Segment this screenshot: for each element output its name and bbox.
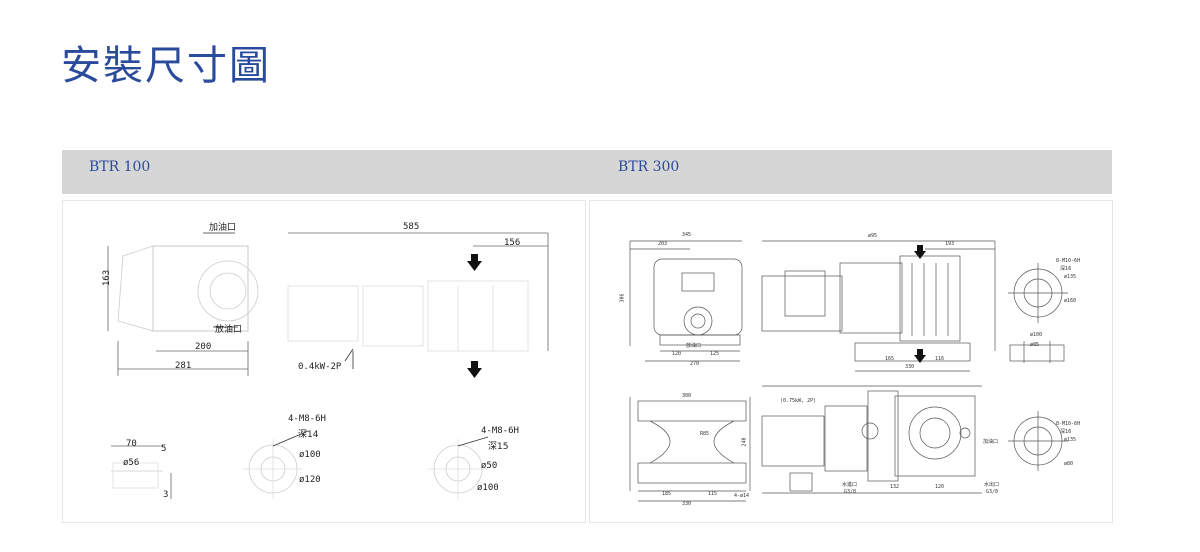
btr300-water-out-size: G3/8 bbox=[986, 489, 999, 495]
btr100-flange1-phi120: ø120 bbox=[299, 475, 321, 485]
btr100-oil-fill-label: 加油口 bbox=[209, 223, 237, 233]
btr100-dim-156: 156 bbox=[504, 238, 521, 248]
btr100-dim-200: 200 bbox=[195, 342, 212, 352]
btr300-dim-115: 115 bbox=[708, 491, 718, 497]
btr300-dim-300: 300 bbox=[682, 393, 692, 399]
btr300-flange-thread: 8-M10-6H bbox=[1056, 258, 1081, 264]
btr300-drawing bbox=[629, 240, 1068, 502]
btr300-dim-270: 270 bbox=[690, 361, 700, 367]
drawing-panel-btr300: 345 203 ø95 193 306 120 125 270 放油口 165 … bbox=[589, 200, 1113, 523]
btr300-dim-330b: 330 bbox=[682, 501, 692, 507]
btr300-flange2-depth: 深16 bbox=[1060, 429, 1072, 435]
btr100-drawing bbox=[107, 232, 549, 499]
btr300-dim-phi85: ø85 bbox=[1030, 342, 1040, 348]
btr300-flange2-phi135: ø135 bbox=[1064, 437, 1077, 443]
btr300-dim-132: 132 bbox=[890, 484, 900, 490]
btr300-flange-depth: 深16 bbox=[1060, 266, 1072, 272]
btr100-dim-3: 3 bbox=[163, 490, 169, 500]
btr100-dim-585: 585 bbox=[403, 222, 420, 232]
btr300-flange-phi135: ø135 bbox=[1064, 274, 1077, 280]
btr100-flange2-thread: 4-M8-6H bbox=[481, 426, 519, 436]
model-label-btr100: BTR 100 bbox=[89, 159, 151, 175]
btr100-flange2-phi50: ø50 bbox=[481, 461, 498, 471]
btr300-dim-165: 165 bbox=[885, 356, 895, 362]
btr300-dim-306: 306 bbox=[619, 293, 626, 303]
btr100-flange2-depth: 深15 bbox=[488, 442, 509, 452]
btr300-water-in-label: 水進口 bbox=[842, 482, 858, 488]
btr100-flange1-phi100: ø100 bbox=[299, 450, 321, 460]
model-header-bar bbox=[62, 150, 1112, 194]
btr300-dim-120b: 120 bbox=[935, 484, 945, 490]
btr100-motor-label: 0.4kW-2P bbox=[298, 362, 342, 372]
btr300-dim-345: 345 bbox=[682, 232, 692, 238]
btr300-dim-203: 203 bbox=[658, 241, 668, 247]
btr100-dim-phi56: ø56 bbox=[123, 458, 140, 468]
btr300-dim-120: 120 bbox=[672, 351, 682, 357]
btr300-drain-label: 放油口 bbox=[686, 343, 702, 349]
btr300-water-in-size: G3/8 bbox=[844, 489, 857, 495]
btr100-dim-70: 70 bbox=[126, 439, 137, 449]
btr300-flange2-phi80: ø80 bbox=[1064, 461, 1074, 467]
drawing-panel-btr100: 加油口 放油口 585 156 163 200 281 0.4kW-2P 70 … bbox=[62, 200, 586, 523]
btr300-water-out-label: 水出口 bbox=[984, 482, 1000, 488]
btr100-oil-drain-label: 放油口 bbox=[215, 325, 243, 335]
btr300-dim-r85: R85 bbox=[700, 431, 710, 437]
btr300-dim-193: 193 bbox=[945, 241, 955, 247]
btr100-flange2-phi100: ø100 bbox=[477, 483, 499, 493]
btr100-flange1-thread: 4-M8-6H bbox=[288, 414, 326, 424]
page-title: 安裝尺寸圖 bbox=[61, 43, 271, 89]
btr300-dim-holes: 4-ø14 bbox=[734, 493, 750, 499]
btr300-dim-phi100: ø100 bbox=[1030, 332, 1043, 338]
btr100-flange1-depth: 深14 bbox=[298, 430, 319, 440]
btr300-flange-phi160: ø160 bbox=[1064, 298, 1077, 304]
btr300-flange2-thread: 8-M10-6H bbox=[1056, 421, 1081, 427]
btr300-dim-695: ø95 bbox=[868, 233, 878, 239]
btr300-motor-label: (0.75kW, 2P) bbox=[780, 398, 817, 404]
btr300-dim-185: 185 bbox=[662, 491, 672, 497]
btr100-dim-163: 163 bbox=[102, 269, 113, 287]
btr100-dim-5: 5 bbox=[161, 444, 167, 454]
btr300-oil-fill-label: 加油口 bbox=[983, 439, 999, 445]
btr300-dim-116: 116 bbox=[935, 356, 945, 362]
btr300-dim-125: 125 bbox=[710, 351, 720, 357]
btr300-dim-330: 330 bbox=[905, 364, 915, 370]
btr300-dim-240: 240 bbox=[741, 437, 748, 447]
model-label-btr300: BTR 300 bbox=[618, 159, 680, 175]
btr100-dim-281: 281 bbox=[175, 361, 192, 371]
